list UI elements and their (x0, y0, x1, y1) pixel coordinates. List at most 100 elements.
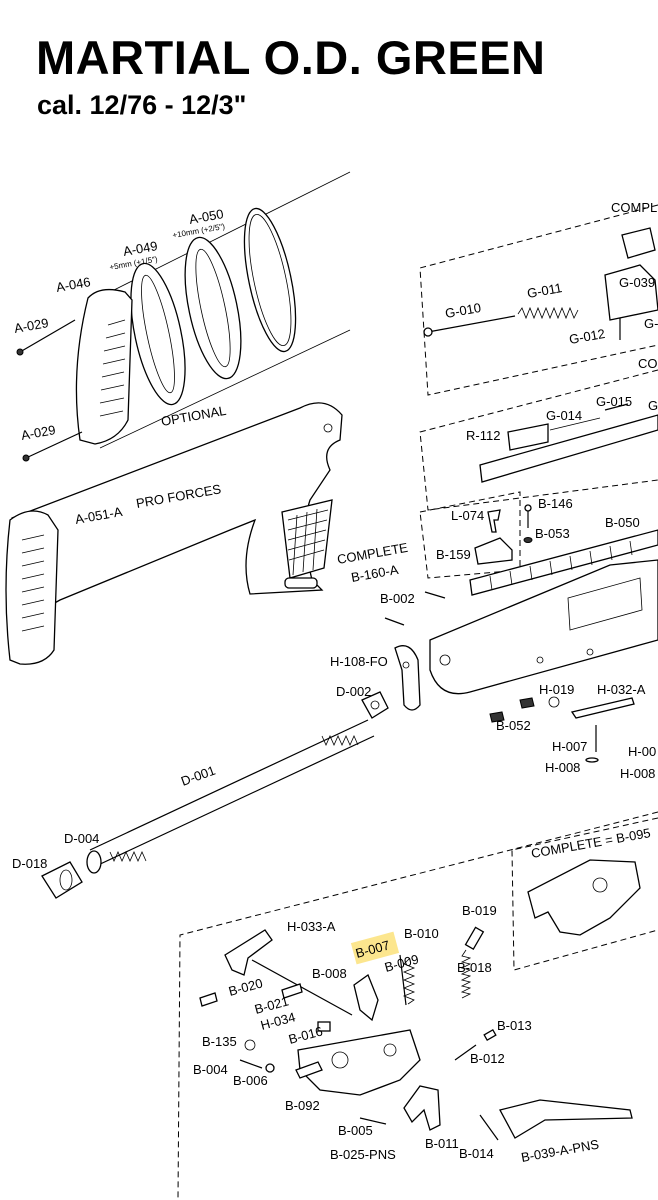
group-box-middle (419, 369, 658, 511)
page-title: MARTIAL O.D. GREEN (36, 31, 546, 84)
trigger-b011 (403, 1085, 441, 1131)
label-b006: B-006 (233, 1073, 268, 1088)
nut-d002 (361, 691, 389, 719)
spring-b009 (402, 957, 416, 1005)
label-b039: B-039-A-PNS (520, 1136, 600, 1165)
spring-h019 (548, 696, 560, 708)
label-b018: B-018 (457, 960, 492, 975)
label-h108: H-108-FO (330, 654, 388, 669)
label-g010: G-010 (444, 300, 482, 321)
label-b002: B-002 (380, 591, 415, 606)
sight-b159-parts (474, 504, 533, 565)
label-g015: G-015 (596, 394, 632, 409)
label-a029-top: A-029 (13, 315, 50, 336)
label-h032a: H-032-A (597, 682, 646, 697)
trigger-group-parts (199, 859, 641, 1141)
label-b159: B-159 (436, 547, 471, 562)
spring-b018 (460, 949, 472, 999)
label-b004: B-004 (193, 1062, 228, 1077)
pin-b002-a (424, 591, 446, 599)
spacer-a050 (243, 207, 297, 353)
label-h008: H-008 (545, 760, 580, 775)
label-b025: B-025-PNS (330, 1147, 396, 1162)
label-a049: A-049 (122, 238, 159, 259)
label-a050: A-050 (188, 206, 225, 227)
group-box-top (419, 204, 658, 396)
label-a029-bottom: A-029 (20, 422, 57, 443)
buttpad-a046 (75, 288, 133, 445)
group-box-trigger (177, 811, 658, 1199)
label-b135: B-135 (202, 1034, 237, 1049)
screw-l074 (487, 509, 501, 533)
part-b007 (353, 973, 379, 1022)
label-g-partial: G- (644, 316, 658, 331)
label-h007: H-007 (552, 739, 587, 754)
washer-h008 (585, 757, 599, 763)
stock-tube-d001 (41, 719, 375, 899)
label-b014: B-014 (459, 1146, 494, 1161)
label-b092: B-092 (285, 1098, 320, 1113)
front-parts (361, 591, 635, 763)
label-g014: G-014 (546, 408, 582, 423)
rail-b050 (469, 529, 658, 596)
label-g-partial2: G (648, 398, 658, 413)
label-b053: B-053 (535, 526, 570, 541)
label-d004: D-004 (64, 831, 99, 846)
label-b011: B-011 (425, 1136, 459, 1151)
pin-b005 (359, 1117, 387, 1125)
group-box-complete-b095 (511, 817, 658, 971)
label-b013: B-013 (497, 1018, 532, 1033)
screw-a029-top (19, 319, 76, 353)
pin-b006 (265, 1063, 275, 1073)
washer-b053 (523, 537, 533, 543)
label-b160a: B-160-A (350, 562, 400, 585)
pin-b008 (251, 959, 353, 1016)
ring-d004 (86, 850, 102, 874)
sight-b159 (474, 537, 513, 565)
label-b016: B-016 (287, 1023, 324, 1046)
pin-b013 (483, 1029, 497, 1041)
label-b146: B-146 (538, 496, 573, 511)
spring-g011 (517, 306, 579, 320)
label-h033a: H-033-A (287, 919, 336, 934)
label-co: CO (638, 356, 658, 371)
page-subtitle: cal. 12/76 - 12/3" (37, 90, 247, 120)
pin-b019 (464, 926, 485, 951)
pin-b004 (239, 1059, 263, 1069)
grip-panel (281, 499, 333, 579)
nut-d018 (41, 861, 83, 899)
plate-h032a (570, 697, 635, 719)
label-b010: B-010 (404, 926, 439, 941)
plate-h108 (394, 645, 421, 711)
nut-b052 (489, 711, 505, 723)
pin-g010 (427, 315, 516, 333)
label-g011: G-011 (526, 280, 563, 301)
pin-b012 (454, 1044, 477, 1061)
pin-b014 (479, 1114, 499, 1141)
label-complete-b095: COMPLETE = B-095 (530, 825, 652, 861)
label-optional: OPTIONAL (160, 403, 227, 429)
screw-a029-bottom (25, 431, 83, 459)
part-h033a (224, 929, 273, 976)
label-a046: A-046 (55, 274, 92, 295)
label-d018: D-018 (12, 856, 47, 871)
label-g039: G-039 (619, 275, 655, 290)
label-b050: B-050 (605, 515, 640, 530)
label-h008-partial: H-008 (620, 766, 655, 781)
receiver-assembly (429, 227, 658, 695)
label-b012: B-012 (470, 1051, 505, 1066)
label-h019: H-019 (539, 682, 574, 697)
label-l074: L-074 (451, 508, 484, 523)
group-box-complete-b160 (419, 491, 521, 579)
pin-b002-b (384, 617, 405, 626)
spring-g014 (549, 417, 601, 431)
label-d001: D-001 (179, 763, 217, 789)
stock-pro-forces (5, 402, 343, 665)
stock-optional-assembly (16, 171, 351, 462)
part-b092 (295, 1061, 323, 1079)
label-b020: B-020 (227, 975, 264, 998)
spacer-optional (130, 262, 186, 406)
label-b052: B-052 (496, 718, 531, 733)
spacer-a049 (184, 236, 242, 380)
